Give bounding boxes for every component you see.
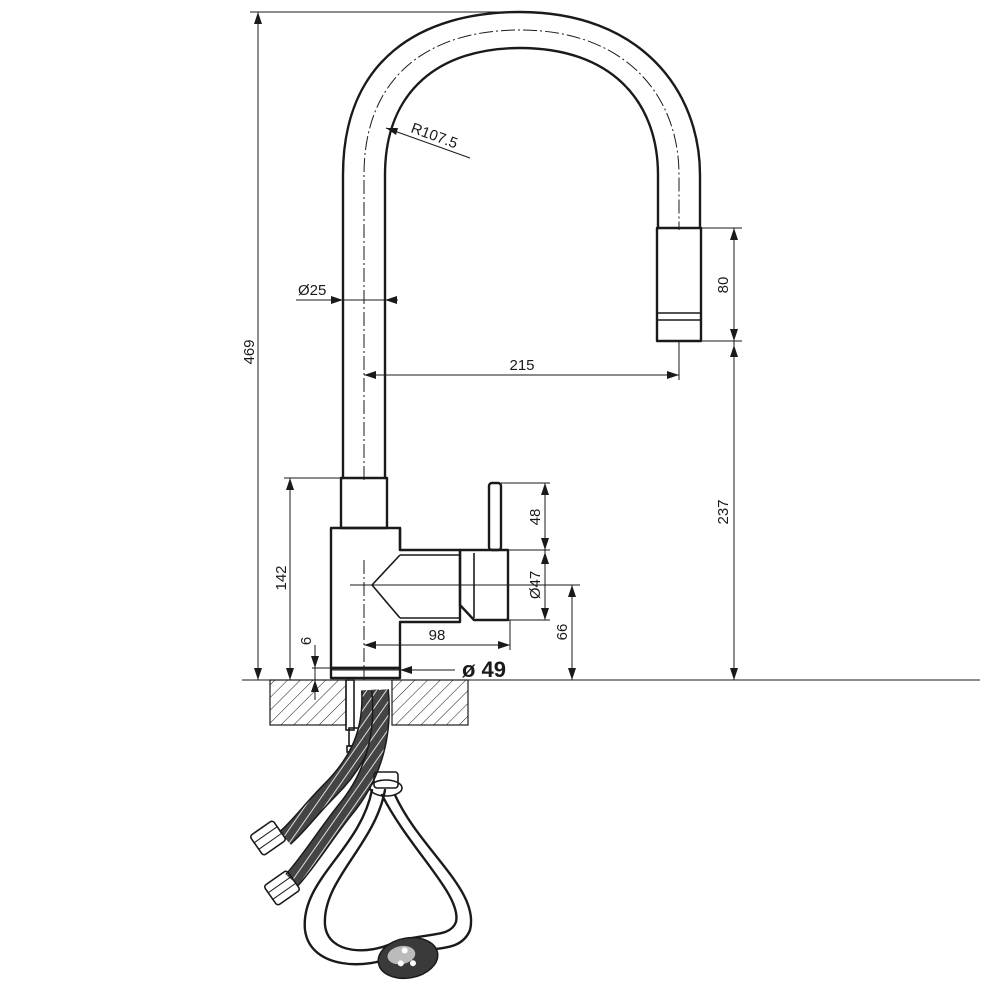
dim-overall-height-label: 469 bbox=[241, 339, 258, 364]
faucet-body bbox=[329, 526, 462, 670]
faucet-outline bbox=[329, 10, 703, 680]
dim-lever-axis-height: 66 bbox=[350, 584, 580, 680]
dim-body-depth: 98 bbox=[364, 620, 511, 650]
spout-outer-wall bbox=[341, 10, 702, 480]
dim-spout-radius: R107.5 bbox=[385, 120, 471, 159]
dim-base-thickness-label: 6 bbox=[298, 637, 315, 645]
dim-outlet-height: 237 bbox=[715, 341, 738, 680]
dimension-annotations: 469 R107.5 Ø25 215 bbox=[241, 11, 742, 700]
dim-lever-axis-height-label: 66 bbox=[554, 624, 571, 641]
dim-lever-length: 48 bbox=[501, 482, 550, 551]
hose-nut-upper bbox=[250, 820, 286, 856]
spray-head bbox=[655, 226, 703, 343]
dim-spray-head-length: 80 bbox=[701, 227, 742, 342]
hose-counterweight bbox=[377, 936, 439, 980]
dim-body-height-label: 142 bbox=[273, 565, 290, 590]
lever-handle bbox=[487, 481, 503, 552]
supply-hoses bbox=[250, 679, 473, 980]
dim-spout-diameter: Ø25 bbox=[296, 282, 398, 304]
spout-inner-wall bbox=[383, 46, 660, 480]
dim-body-height: 142 bbox=[273, 477, 341, 680]
dim-spout-diameter-label: Ø25 bbox=[298, 282, 326, 299]
dim-base-diameter-label: ø 49 bbox=[462, 657, 506, 682]
dim-outlet-height-label: 237 bbox=[715, 499, 732, 524]
dim-spout-radius-label: R107.5 bbox=[409, 120, 460, 153]
dim-spray-head-length-label: 80 bbox=[715, 277, 732, 294]
spout-center-line bbox=[363, 29, 680, 480]
countertop-right bbox=[391, 679, 469, 726]
dim-overall-height: 469 bbox=[241, 11, 520, 681]
spout-collar bbox=[339, 476, 389, 530]
hose-nut-lower bbox=[264, 870, 300, 906]
dim-lever-length-label: 48 bbox=[527, 509, 544, 526]
dim-base-thickness: 6 bbox=[298, 637, 331, 700]
countertop-section bbox=[242, 679, 980, 726]
countertop-left bbox=[269, 679, 347, 726]
dim-body-depth-label: 98 bbox=[429, 627, 446, 644]
dim-base-diameter: ø 49 bbox=[331, 657, 506, 682]
dim-spout-reach: 215 bbox=[364, 340, 680, 380]
dim-spout-reach-label: 215 bbox=[509, 357, 534, 374]
base-plate bbox=[329, 666, 402, 680]
